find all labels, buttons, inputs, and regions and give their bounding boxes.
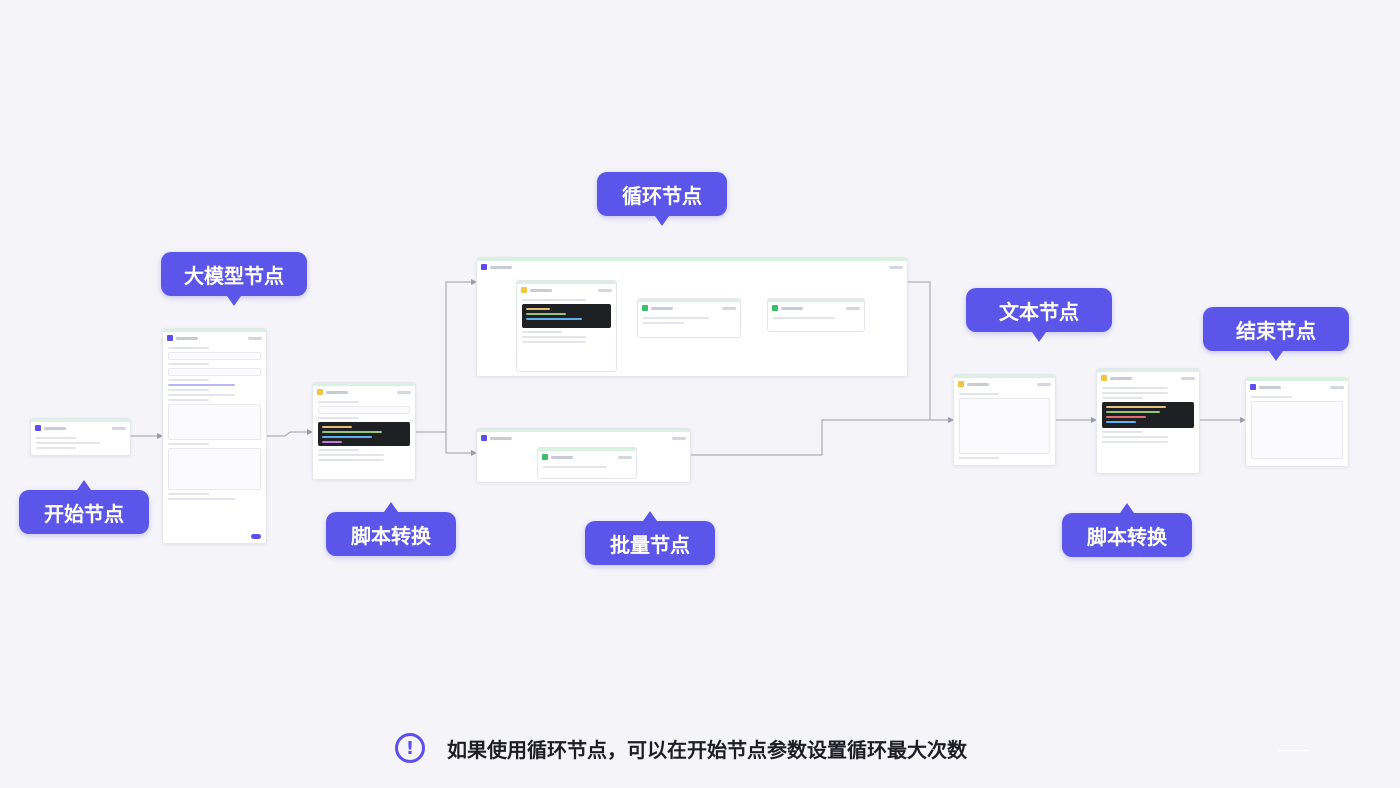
llm-toggle[interactable] <box>251 534 261 539</box>
batch-node[interactable] <box>476 428 691 483</box>
label-batch-node: 批量节点 <box>585 511 715 565</box>
start-node-icon <box>35 425 41 431</box>
batch-inner-node[interactable] <box>537 447 637 479</box>
edge-script1-batch <box>416 431 477 456</box>
text-node-icon <box>958 381 964 387</box>
loop-inner-node-2[interactable] <box>637 298 741 338</box>
loop-inner-node-3-icon <box>772 305 778 311</box>
start-node[interactable] <box>30 418 131 456</box>
end-node-icon <box>1250 384 1256 390</box>
loop-inner-script-node[interactable] <box>516 280 617 372</box>
text-node[interactable] <box>953 374 1056 466</box>
script-node-2[interactable] <box>1096 368 1200 474</box>
label-loop-node: 循环节点 <box>597 172 727 226</box>
label-llm-node: 大模型节点 <box>161 252 307 306</box>
loop-tip-text: 如果使用循环节点，可以在开始节点参数设置循环最大次数 <box>447 737 967 762</box>
label-start-node: 开始节点 <box>19 480 149 534</box>
loop-node-icon <box>481 264 487 270</box>
edge-batch-text <box>691 417 954 456</box>
label-end-node: 结束节点 <box>1203 307 1349 361</box>
loop-inner-node-3[interactable] <box>767 298 865 332</box>
loop-inner-script-icon <box>521 287 527 293</box>
script-node-1-icon <box>317 389 323 395</box>
edge-llm-script1 <box>267 429 313 437</box>
label-script-node-1: 脚本转换 <box>326 502 456 556</box>
loop-inner-node-2-icon <box>642 305 648 311</box>
label-script-node-2: 脚本转换 <box>1062 503 1192 557</box>
script-node-2-icon <box>1101 375 1107 381</box>
loop-node[interactable] <box>476 257 908 377</box>
edge-loop-text <box>908 281 954 423</box>
loop-tip-note: ! 如果使用循环节点，可以在开始节点参数设置循环最大次数 <box>395 730 967 766</box>
llm-node[interactable] <box>162 328 267 544</box>
decorative-line <box>1278 750 1308 751</box>
batch-inner-node-icon <box>542 454 548 460</box>
batch-node-icon <box>481 435 487 441</box>
edge-script1-loop <box>416 279 477 433</box>
end-node[interactable] <box>1245 377 1349 467</box>
llm-node-icon <box>167 335 173 341</box>
exclamation-circle-icon: ! <box>395 733 425 763</box>
script-node-1[interactable] <box>312 382 416 480</box>
label-text-node: 文本节点 <box>966 288 1112 342</box>
